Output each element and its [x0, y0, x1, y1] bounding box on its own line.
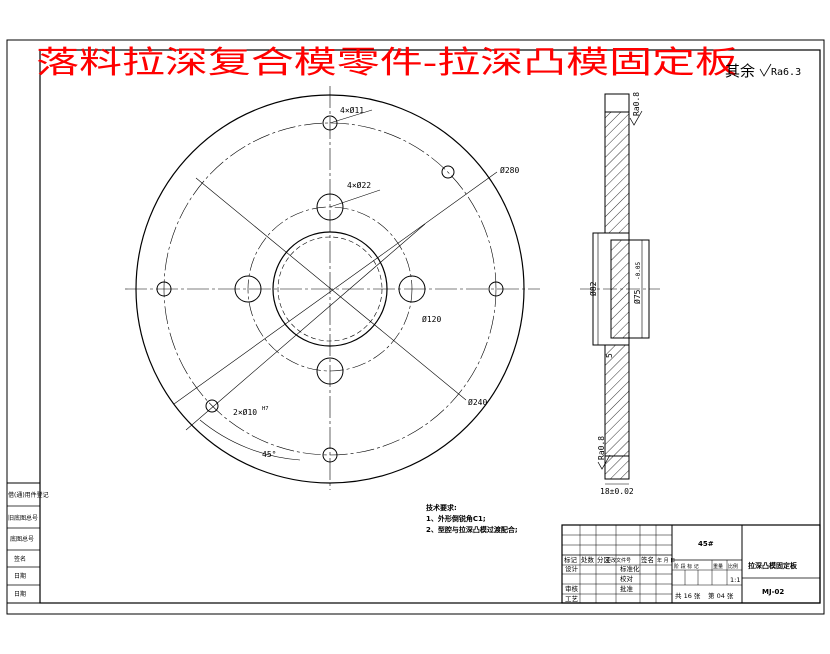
strip-label-5: 日期	[14, 572, 26, 580]
hole-11-right	[488, 281, 504, 297]
leader-diagonal-a	[195, 177, 467, 401]
dim-angle: 45°	[262, 450, 276, 459]
tb-col-sign: 签名	[641, 555, 654, 564]
hole-22-bottom	[316, 357, 344, 385]
dim-pin-tol: H7	[262, 406, 269, 412]
left-strip-labels: 借(通)用件登记 旧底图总号 底图总号 签名 日期 日期	[8, 491, 49, 598]
tb-stage-mark: 阶 段 标 记	[674, 563, 699, 570]
leader-hole-11	[329, 109, 373, 124]
tb-sheet-no: 第 04 张	[708, 591, 734, 600]
dim-dia-280: Ø280	[500, 165, 519, 175]
dim-hole-22: 4×Ø22	[347, 180, 371, 190]
tb-col-count: 处数	[581, 555, 595, 564]
section-cap-bottom	[604, 455, 630, 480]
section-hatch-upper	[604, 111, 630, 234]
dim-dia-120: Ø120	[422, 314, 441, 324]
roughness-value: Ra6.3	[771, 67, 801, 78]
title-block-text: 45# 拉深凸模固定板 MJ-02 1:1 共 16 张 第 04 张 标记 处…	[564, 540, 798, 603]
roughness-symbol-bottom	[597, 454, 611, 470]
sheet-border-outer	[6, 39, 825, 615]
roughness-prefix: 其余	[725, 62, 755, 80]
tb-sheet-total: 共 16 张	[675, 591, 701, 600]
left-strip	[6, 482, 41, 604]
section-hatch-lower	[604, 344, 630, 480]
strip-label-6: 日期	[14, 590, 26, 598]
dim-pin: 2×Ø10	[233, 407, 257, 417]
section-cap-top	[604, 93, 630, 113]
leader-diagonal-c	[185, 223, 426, 431]
front-view-dimensions: 4×Ø11 4×Ø22 Ø280 Ø120 Ø240 2×Ø10 H7 45°	[233, 105, 519, 459]
dim-dia-82: Ø82	[588, 281, 598, 296]
hole-11-top	[322, 115, 338, 131]
tb-standard: 标准化	[620, 564, 640, 573]
strip-label-4: 签名	[14, 555, 26, 563]
tb-col-mark: 标记	[564, 555, 578, 564]
tb-checker: 校对	[620, 574, 634, 583]
drawing-frame	[39, 49, 821, 604]
notes-heading: 技术要求:	[426, 503, 457, 512]
hole-22-top	[316, 193, 344, 221]
pin-hole-b	[205, 399, 219, 413]
tb-material: 45#	[698, 540, 714, 548]
hole-11-left	[156, 281, 172, 297]
technical-notes: 技术要求: 1、外形倒锐角C1; 2、型腔与拉深凸模过渡配合;	[426, 503, 518, 534]
tb-part-name: 拉深凸模固定板	[748, 561, 798, 570]
dim-dia-240: Ø240	[468, 397, 487, 407]
leader-hole-22	[329, 189, 381, 208]
dim-thickness: 18±0.02	[600, 487, 634, 496]
hole-22-right	[398, 275, 426, 303]
dim-rough-top: Ra0.8	[632, 92, 641, 116]
tb-col-zone: 分区	[597, 555, 611, 564]
roughness-note-icon	[759, 63, 772, 77]
section-view	[580, 93, 660, 485]
dim-dia-75-tol: -0.05	[635, 262, 642, 280]
tb-designer: 设计	[565, 564, 579, 573]
tb-review: 审核	[565, 584, 579, 593]
drawing-title: 落料拉深复合模零件-拉深凸模固定板	[36, 45, 738, 81]
tb-weight: 重量	[713, 563, 723, 570]
dim-dia-75: Ø75	[632, 289, 642, 304]
tb-process: 工艺	[565, 595, 579, 603]
tb-drawing-no: MJ-02	[762, 588, 784, 596]
strip-label-3: 底图总号	[10, 535, 34, 543]
title-block	[561, 524, 821, 604]
strip-label-1: 借(通)用件登记	[8, 491, 49, 499]
dim-rough-bottom: Ra0.8	[597, 436, 606, 460]
notes-line-2: 2、型腔与拉深凸模过渡配合;	[426, 525, 518, 534]
tb-approve: 批准	[620, 584, 634, 593]
roughness-symbol-top	[629, 110, 643, 126]
hole-11-bottom	[322, 447, 338, 463]
dim-hole-11: 4×Ø11	[340, 105, 364, 115]
bore-circle-82	[272, 231, 388, 347]
tb-col-date: 年 月 日	[657, 557, 675, 564]
dim-step: 5	[605, 353, 614, 358]
notes-line-1: 1、外形倒锐角C1;	[426, 514, 486, 523]
front-view	[125, 86, 540, 490]
pin-hole-a	[441, 165, 455, 179]
angle-arc	[199, 419, 301, 461]
tb-scale: 1:1	[730, 576, 740, 584]
hole-22-left	[234, 275, 262, 303]
tb-ratio: 比例	[728, 563, 738, 570]
strip-label-2: 旧底图总号	[8, 514, 38, 522]
outline-circle-280	[135, 94, 525, 484]
bore-circle-75	[277, 236, 383, 342]
bolt-circle-240	[163, 122, 497, 456]
leader-diagonal-b	[173, 171, 498, 405]
tb-col-docno: 更改文件号	[606, 557, 631, 564]
section-view-dimensions: Ra0.8 Ra0.8 Ø82 Ø75 -0.05 5 18±0.02	[588, 92, 642, 496]
